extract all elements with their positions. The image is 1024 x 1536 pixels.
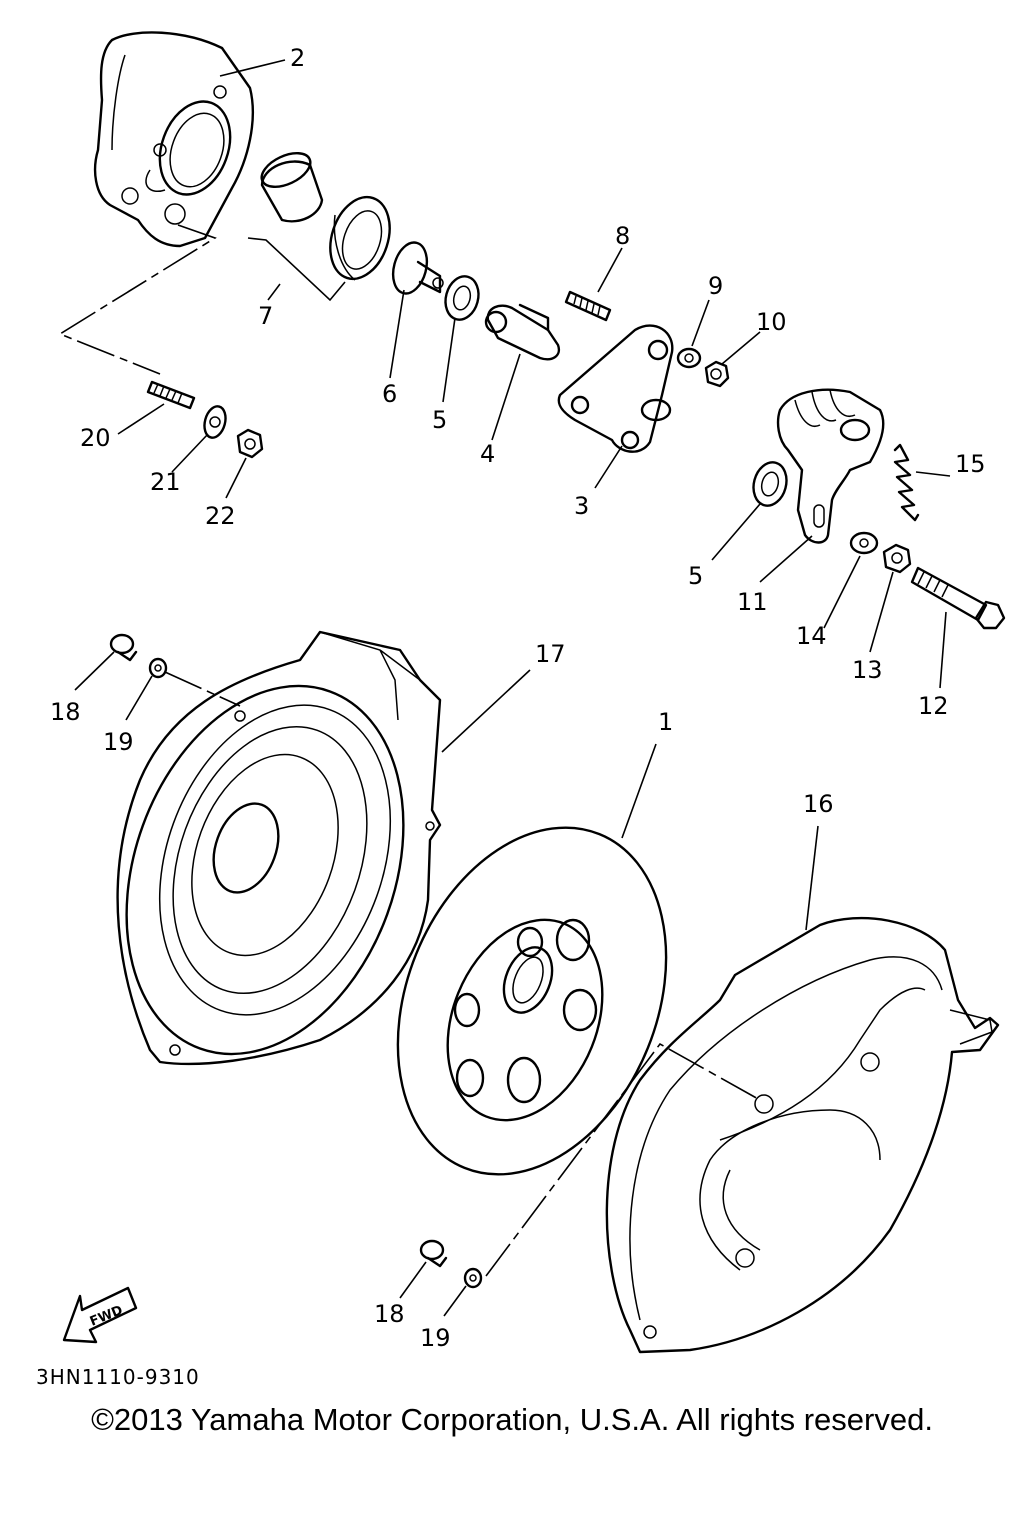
callout-17: 17 bbox=[535, 640, 566, 668]
callout-12: 12 bbox=[918, 692, 949, 720]
part-16-shield bbox=[605, 916, 1000, 1354]
callout-13: 13 bbox=[852, 656, 883, 684]
part-5-bearing-lower bbox=[752, 461, 788, 507]
callout-5-lower: 5 bbox=[688, 562, 703, 590]
callout-19-upper: 19 bbox=[103, 728, 134, 756]
part-18-bolt-lower bbox=[419, 1239, 448, 1268]
part-19-washer-upper bbox=[148, 657, 168, 679]
callout-15: 15 bbox=[955, 450, 986, 478]
part-7-piston bbox=[260, 152, 391, 281]
callout-6: 6 bbox=[382, 380, 397, 408]
callout-7: 7 bbox=[258, 302, 273, 330]
part-5-bearing-upper bbox=[444, 275, 480, 321]
part-9-washer bbox=[676, 347, 702, 369]
callout-4: 4 bbox=[480, 440, 495, 468]
callout-19-lower: 19 bbox=[420, 1324, 451, 1352]
part-3-cam-housing bbox=[557, 324, 674, 453]
part-10-nut bbox=[704, 360, 730, 388]
part-21-washer bbox=[203, 405, 227, 439]
callout-14: 14 bbox=[796, 622, 827, 650]
part-17-cover bbox=[116, 630, 442, 1066]
part-11-brake-lever bbox=[776, 388, 885, 544]
part-12-bolt bbox=[910, 566, 1006, 630]
callout-21: 21 bbox=[150, 468, 181, 496]
callout-18-upper: 18 bbox=[50, 698, 81, 726]
part-20-stud bbox=[146, 380, 196, 410]
callout-16: 16 bbox=[803, 790, 834, 818]
fwd-label: FWD bbox=[88, 1303, 125, 1330]
leader-lines bbox=[74, 59, 951, 1317]
part-22-nut bbox=[236, 428, 264, 459]
fwd-arrow-icon: FWD bbox=[62, 1286, 138, 1344]
callout-2: 2 bbox=[290, 44, 305, 72]
copyright-notice: ©2013 Yamaha Motor Corporation, U.S.A. A… bbox=[91, 1402, 933, 1437]
callout-22: 22 bbox=[205, 502, 236, 530]
assembly-lines bbox=[58, 224, 761, 1277]
part-4-cam-shaft bbox=[484, 303, 561, 361]
diagram-code: 3HN1110-9310 bbox=[36, 1365, 200, 1389]
callout-9: 9 bbox=[708, 272, 723, 300]
part-6-plate bbox=[391, 241, 444, 295]
callout-8: 8 bbox=[615, 222, 630, 250]
part-1-brake-disc bbox=[396, 826, 668, 1176]
callout-10: 10 bbox=[756, 308, 787, 336]
part-13-nut bbox=[882, 543, 912, 574]
part-19-washer-lower bbox=[463, 1267, 483, 1289]
callout-5-upper: 5 bbox=[432, 406, 447, 434]
callout-labels: 1 2 3 4 5 5 6 7 8 9 10 11 12 13 14 15 16… bbox=[50, 44, 986, 1352]
callout-1: 1 bbox=[658, 708, 673, 736]
part-2-caliper-bracket bbox=[93, 31, 254, 248]
callout-11: 11 bbox=[737, 588, 768, 616]
part-14-washer bbox=[849, 531, 879, 555]
callout-20: 20 bbox=[80, 424, 111, 452]
part-8-stud-bolt bbox=[564, 290, 612, 322]
part-15-spring bbox=[893, 443, 920, 522]
part-18-bolt-upper bbox=[109, 633, 138, 662]
callout-3: 3 bbox=[574, 492, 589, 520]
callout-18-lower: 18 bbox=[374, 1300, 405, 1328]
